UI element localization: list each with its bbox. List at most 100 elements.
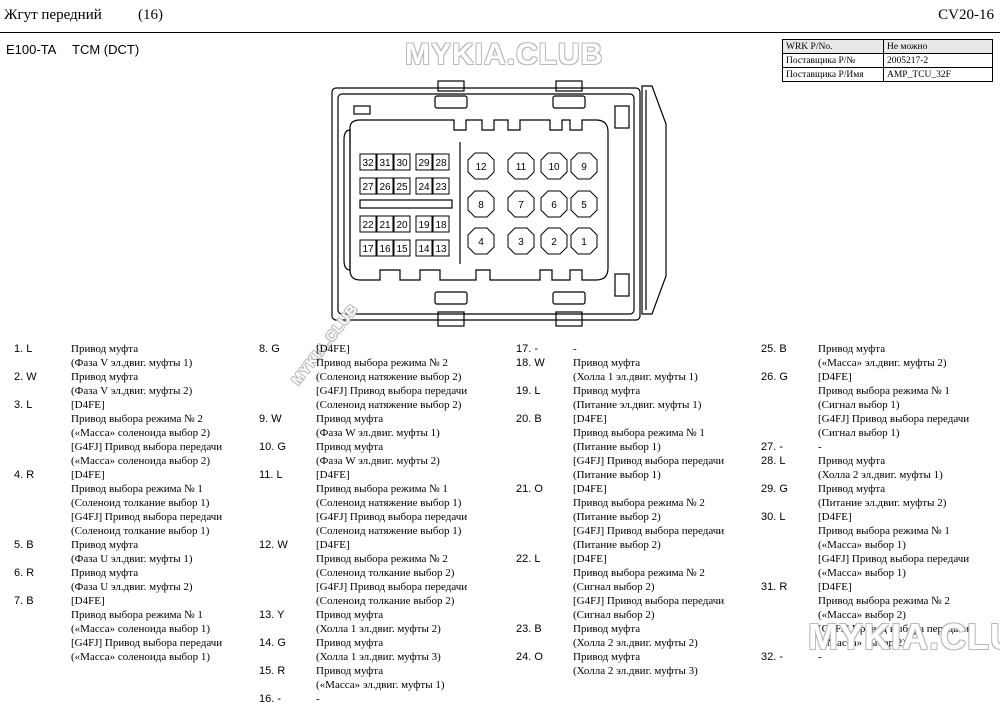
pin-number: 16 [379, 244, 391, 255]
pin-label: 28. L [761, 455, 786, 467]
pin-cavity: 22 [359, 215, 377, 233]
pin-description: [D4FE]Привод выбора режима № 2(Соленоид … [316, 343, 467, 413]
info-value: 2005217-2 [883, 53, 993, 68]
pin-description-line: (Фаза W эл.двиг. муфты 2) [316, 455, 440, 467]
pin-number: 31 [379, 158, 391, 169]
pin-description: Привод муфта(Фаза V эл.двиг. муфты 2) [71, 371, 192, 399]
pin-description-line: Привод выбора режима № 2 [573, 567, 705, 579]
pin-cavity: 26 [376, 177, 394, 195]
pin-description-line: (Фаза U эл.двиг. муфты 1) [71, 553, 193, 565]
pin-cavity: 30 [393, 153, 411, 171]
pin-description-line: [G4FJ] Привод выбора передачи [573, 525, 725, 537]
pin-label: 19. L [516, 385, 541, 397]
pin-description-line: Привод выбора режима № 2 [71, 413, 203, 425]
pin-description-line: (Питание эл.двиг. муфты 1) [573, 399, 702, 411]
pin-description-line: (Соленоид натяжение выбор 2) [316, 371, 462, 383]
pin-number: 27 [362, 182, 374, 193]
pin-description-line: [G4FJ] Привод выбора передачи [71, 441, 223, 453]
pin-description-line: Привод муфта [818, 455, 886, 467]
pin-description: [D4FE] Привод выбора режима № 2 («Масса» с… [71, 399, 222, 469]
pin-description-line: (Соленоид толкание выбор 1) [71, 497, 210, 509]
pin-label: 5. B [14, 539, 34, 551]
pin-description-line: (Соленоид натяжение выбор 2) [316, 399, 462, 411]
harness-title: Жгут передний [4, 7, 102, 23]
pin-label: 13. Y [259, 609, 285, 621]
pin-description-line: [D4FE] [71, 469, 105, 481]
pin-description: [D4FE]Привод выбора режима № 2(Соленоид … [316, 539, 467, 609]
info-value: Не можно [883, 39, 993, 54]
pin-number: 9 [581, 162, 587, 173]
pin-cavity: 28 [432, 153, 450, 171]
pin-description: [D4FE]Привод выбора режима № 1(Соленоид … [71, 469, 222, 539]
pin-number: 10 [548, 162, 560, 173]
pin-label: 27. - [761, 441, 784, 453]
pin-number: 12 [475, 162, 487, 173]
pin-description-line: («Масса» выбор 2) [818, 637, 906, 649]
pin-cavity: 7 [507, 190, 535, 218]
pin-number: 8 [478, 200, 484, 211]
pin-cavity: 17 [359, 239, 377, 257]
pin-description-line: Привод муфта [71, 539, 139, 551]
pin-description: Привод муфта (Холла 2 эл.двиг. муфты 1) [818, 455, 943, 483]
pin-description-line: [D4FE] [573, 553, 607, 565]
pin-description-line: Привод выбора режима № 2 [818, 595, 950, 607]
pin-description: [D4FE]Привод выбора режима № 2(Сигнал вы… [573, 553, 724, 623]
pin-number: 21 [379, 220, 391, 231]
pin-description-line: [D4FE] [316, 469, 350, 481]
pin-description-line: Привод выбора режима № 1 [316, 483, 448, 495]
pin-number: 15 [396, 244, 408, 255]
pin-number: 2 [551, 237, 557, 248]
pin-cavity: 5 [570, 190, 598, 218]
pin-description: Привод муфта(Холла 2 эл.двиг. муфты 2) [573, 623, 698, 651]
pin-description: Привод муфта(«Масса» эл.двиг. муфты 1) [316, 665, 445, 693]
pin-label: 24. O [516, 651, 543, 663]
pin-description-line: [D4FE] [818, 581, 852, 593]
pin-label: 4. R [14, 469, 35, 481]
pin-number: 26 [379, 182, 391, 193]
pin-description-line: (Соленоид толкание выбор 2) [316, 595, 455, 607]
pin-description-line: [D4FE] [71, 399, 105, 411]
pin-description: Привод муфта (Фаза U эл.двиг. муфты 1) [71, 539, 193, 567]
pin-description-line: Привод муфта [573, 651, 641, 663]
pin-number: 13 [435, 244, 447, 255]
pin-label: 29. G [761, 483, 788, 495]
pin-description-line: Привод выбора режима № 1 [818, 525, 950, 537]
pin-description-line: (Холла 1 эл.двиг. муфты 2) [316, 623, 441, 635]
pin-description-line: (Сигнал выбор 1) [818, 427, 900, 439]
pin-cavity: 32 [359, 153, 377, 171]
pin-description: [D4FE]Привод выбора режима № 1(Сигнал вы… [818, 371, 969, 441]
pin-number: 24 [418, 182, 430, 193]
pin-description: - [818, 651, 822, 665]
pin-number: 1 [581, 237, 587, 248]
bottom-latch-left [437, 311, 465, 327]
connector-housing [331, 87, 641, 321]
pin-description-line: [D4FE] [573, 413, 607, 425]
pin-description-line: («Масса» соленоида выбор 1) [71, 623, 211, 635]
pin-cavity: 19 [415, 215, 433, 233]
pin-description-line: (Холла 1 эл.двиг. муфты 3) [316, 651, 441, 663]
connector-name: TCM (DCT) [72, 42, 140, 57]
info-key: WRK P/No. [782, 39, 884, 54]
pin-description-line: [G4FJ] Привод выбора передачи [71, 511, 223, 523]
pin-description-line: Привод муфта [316, 637, 384, 649]
pin-description-line: [D4FE] [71, 595, 105, 607]
pin-label: 15. R [259, 665, 286, 677]
pin-description-line: («Масса» соленоида выбор 2) [71, 455, 211, 467]
pin-description-line: («Масса» выбор 1) [818, 539, 906, 551]
info-key: Поставщика P/Имя [782, 67, 884, 82]
pin-cavity: 29 [415, 153, 433, 171]
pin-cavity: 10 [540, 152, 568, 180]
pin-description-line: (Холла 2 эл.двиг. муфты 1) [818, 469, 943, 481]
pin-description-line: [D4FE] [316, 343, 350, 355]
pin-label: 10. G [259, 441, 286, 453]
pin-description-line: (Соленоид толкание выбор 1) [71, 525, 210, 537]
pin-label: 32. - [761, 651, 784, 663]
pin-description: Привод муфта(Фаза W эл.двиг. муфты 2) [316, 441, 440, 469]
top-latch-right [555, 80, 583, 92]
pin-description-line: - [818, 651, 822, 663]
pin-description-line: Привод муфта [316, 665, 384, 677]
page-header: Жгут передний (16) CV20-16 [0, 0, 1000, 33]
pin-description-line: Привод муфта [573, 385, 641, 397]
pin-description-line: Привод муфта [71, 343, 139, 355]
